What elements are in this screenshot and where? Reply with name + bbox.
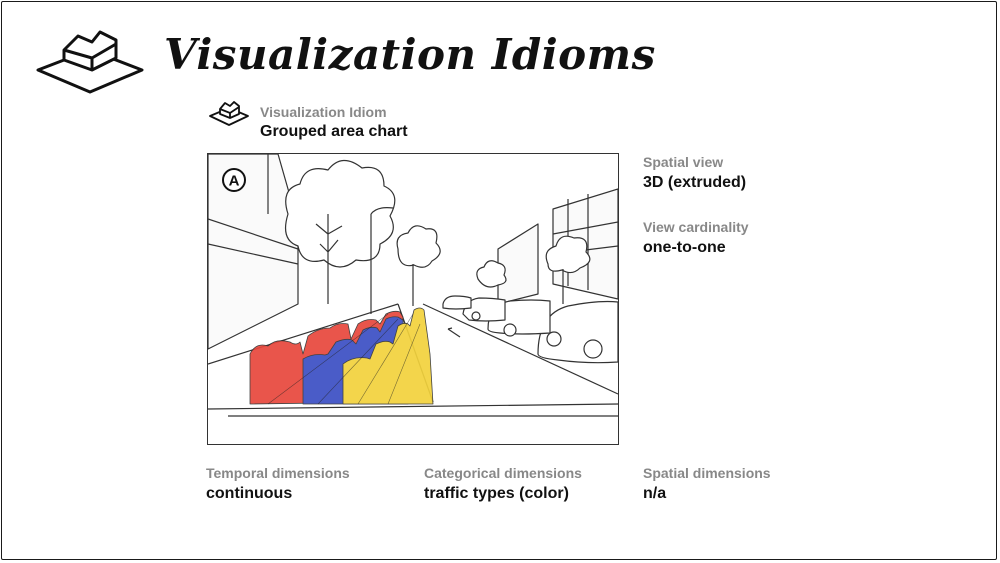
view-cardinality-value: one-to-one: [643, 239, 726, 256]
marker-a-circle: [222, 168, 246, 192]
spatial-view-value: 3D (extruded): [643, 174, 747, 191]
marker-a: A: [229, 173, 240, 190]
street-scene-illustration: A: [207, 153, 619, 445]
extruded-shape-icon: [209, 101, 249, 126]
spatial-view-label: Spatial view: [643, 154, 724, 170]
spatial-dimensions-value: n/a: [643, 485, 667, 502]
extruded-shape-icon: [36, 30, 144, 94]
page-title: Visualization Idioms: [164, 30, 656, 79]
temporal-dimensions-value: continuous: [206, 485, 293, 502]
temporal-dimensions-label: Temporal dimensions: [206, 465, 350, 481]
categorical-dimensions-value: traffic types (color): [424, 485, 569, 502]
view-cardinality-label: View cardinality: [643, 219, 749, 235]
idiom-value: Grouped area chart: [260, 123, 408, 140]
idiom-label: Visualization Idiom: [260, 104, 387, 120]
spatial-dimensions-label: Spatial dimensions: [643, 465, 771, 481]
categorical-dimensions-label: Categorical dimensions: [424, 465, 582, 481]
